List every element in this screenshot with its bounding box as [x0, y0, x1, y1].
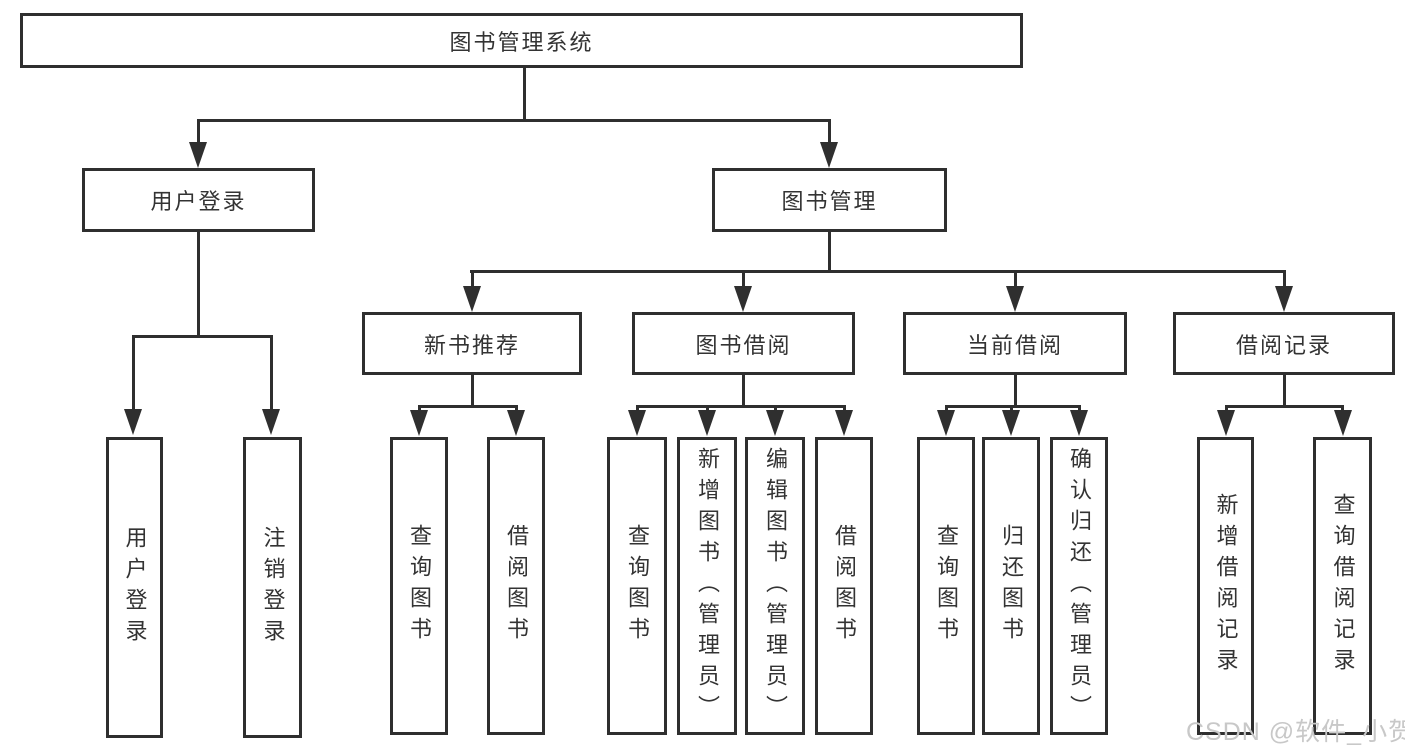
leaf-add-book-admin: 新增图书（管理员） [677, 437, 737, 735]
node-label: 借阅图书 [504, 524, 529, 648]
node-library-management-system: 图书管理系统 [20, 13, 1023, 68]
leaf-borrow-books-borrowing: 借阅图书 [815, 437, 873, 735]
connector-line [774, 405, 777, 413]
csdn-watermark: CSDN @软件_小贺同学 [1186, 718, 1405, 746]
arrowhead-down-icon [820, 142, 838, 168]
branch-book-management: 图书管理 [712, 168, 947, 232]
node-label: 查询图书 [934, 524, 959, 648]
connector-line [515, 405, 518, 413]
connector-line [1341, 405, 1344, 413]
node-label: 用户登录 [150, 189, 247, 214]
connector-line [742, 375, 745, 408]
connector-line [270, 335, 273, 411]
leaf-query-books-current: 查询图书 [917, 437, 975, 735]
arrowhead-down-icon [1070, 410, 1088, 436]
connector-line [523, 68, 526, 120]
branch-current-borrowing: 当前借阅 [903, 312, 1127, 375]
node-label: 查询图书 [625, 524, 650, 648]
node-label: 图书借阅 [695, 332, 792, 358]
connector-line [945, 405, 1081, 408]
arrowhead-down-icon [262, 409, 280, 435]
branch-borrowing-records: 借阅记录 [1173, 312, 1395, 375]
connector-line [828, 232, 831, 273]
leaf-query-books-recommend: 查询图书 [390, 437, 448, 735]
connector-line [742, 270, 745, 288]
leaf-query-borrow-record: 查询借阅记录 [1313, 437, 1372, 735]
connector-line [471, 270, 474, 288]
node-label: 用户登录 [122, 525, 148, 650]
connector-line [132, 335, 135, 411]
connector-line [1283, 270, 1286, 288]
branch-new-book-recommend: 新书推荐 [362, 312, 582, 375]
connector-line [132, 335, 273, 338]
connector-line [1014, 375, 1017, 408]
connector-line [418, 405, 518, 408]
node-label: 查询图书 [407, 524, 432, 648]
connector-line [197, 232, 200, 338]
node-label: 确认归还（管理员） [1067, 446, 1092, 726]
arrowhead-down-icon [1002, 410, 1020, 436]
node-label: 新增借阅记录 [1213, 493, 1239, 679]
connector-line [706, 405, 709, 413]
node-label: 新书推荐 [423, 332, 520, 358]
arrowhead-down-icon [835, 410, 853, 436]
arrowhead-down-icon [766, 410, 784, 436]
node-label: 新增图书（管理员） [695, 446, 720, 726]
connector-line [636, 405, 846, 408]
connector-line [1078, 405, 1081, 413]
node-label: 编辑图书（管理员） [763, 446, 788, 726]
arrowhead-down-icon [124, 409, 142, 435]
connector-line [1283, 375, 1286, 408]
leaf-query-books-borrowing: 查询图书 [607, 437, 667, 735]
node-label: 图书管理系统 [449, 29, 594, 55]
arrowhead-down-icon [734, 286, 752, 312]
connector-line [470, 270, 1286, 273]
connector-line [828, 119, 831, 143]
arrowhead-down-icon [463, 286, 481, 312]
branch-book-borrowing: 图书借阅 [632, 312, 855, 375]
node-label: 借阅图书 [832, 524, 857, 648]
connector-line [1010, 405, 1013, 413]
leaf-add-borrow-record: 新增借阅记录 [1197, 437, 1254, 735]
connector-line [471, 375, 474, 408]
connector-line [418, 405, 421, 413]
connector-line [636, 405, 639, 413]
connector-line [1014, 270, 1017, 288]
connector-line [197, 119, 200, 143]
connector-line [197, 119, 831, 122]
leaf-user-login: 用户登录 [106, 437, 163, 738]
arrowhead-down-icon [1006, 286, 1024, 312]
node-label: 借阅记录 [1235, 332, 1332, 358]
arrowhead-down-icon [507, 410, 525, 436]
connector-line [843, 405, 846, 413]
leaf-return-books: 归还图书 [982, 437, 1040, 735]
arrowhead-down-icon [1334, 410, 1352, 436]
connector-line [945, 405, 948, 413]
arrowhead-down-icon [698, 410, 716, 436]
connector-line [1225, 405, 1344, 408]
arrowhead-down-icon [1275, 286, 1293, 312]
arrowhead-down-icon [189, 142, 207, 168]
node-label: 注销登录 [260, 525, 286, 650]
arrowhead-down-icon [937, 410, 955, 436]
leaf-borrow-books-recommend: 借阅图书 [487, 437, 545, 735]
arrowhead-down-icon [1217, 410, 1235, 436]
node-label: 查询借阅记录 [1330, 493, 1356, 679]
connector-line [1225, 405, 1228, 413]
node-label: 归还图书 [999, 524, 1024, 648]
branch-user-login: 用户登录 [82, 168, 315, 232]
leaf-confirm-return-admin: 确认归还（管理员） [1050, 437, 1108, 735]
leaf-logout: 注销登录 [243, 437, 302, 738]
node-label: 图书管理 [781, 189, 878, 214]
arrowhead-down-icon [410, 410, 428, 436]
leaf-edit-book-admin: 编辑图书（管理员） [745, 437, 805, 735]
node-label: 当前借阅 [966, 332, 1063, 358]
arrowhead-down-icon [628, 410, 646, 436]
